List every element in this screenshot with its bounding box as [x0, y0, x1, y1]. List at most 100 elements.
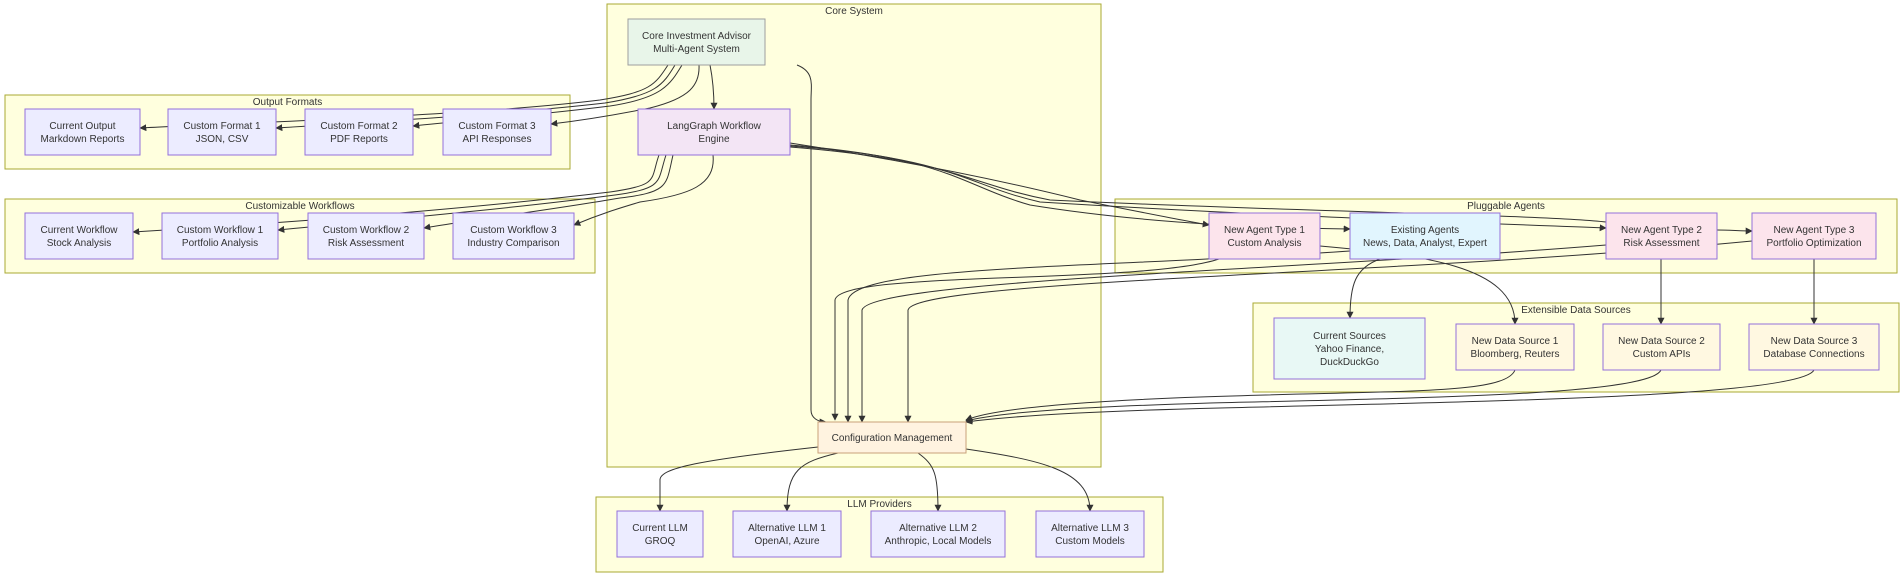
node-wf_current-box — [24, 212, 134, 260]
node-wf_current-label-0: Current Workflow — [40, 225, 118, 236]
node-out_current-label-0: Current Output — [49, 121, 115, 132]
node-core_advisor-box — [627, 18, 766, 66]
node-agent_new3-label-0: New Agent Type 3 — [1774, 225, 1855, 236]
edge-ds_3-to-config — [965, 369, 1815, 425]
node-llm_alt3-label-1: Custom Models — [1055, 536, 1124, 547]
node-core_advisor-label-0: Core Investment Advisor — [642, 31, 752, 42]
cluster-core-title: Core System — [825, 6, 883, 17]
node-out_current-label-1: Markdown Reports — [41, 134, 125, 145]
edge-ds_2-to-config — [965, 369, 1662, 423]
node-agent_new3: New Agent Type 3 Portfolio Optimization — [1751, 212, 1877, 260]
node-wf_3: Custom Workflow 3 Industry Comparison — [452, 212, 575, 260]
node-wf_1-label-1: Portfolio Analysis — [182, 238, 258, 249]
node-wf_3-label-1: Industry Comparison — [467, 238, 559, 249]
node-ds_3-box — [1748, 323, 1880, 371]
node-ds_2-label-0: New Data Source 2 — [1618, 336, 1705, 347]
node-wf_2-box — [307, 212, 425, 260]
node-agent_new2: New Agent Type 2 Risk Assessment — [1605, 212, 1718, 260]
node-llm_alt3-label-0: Alternative LLM 3 — [1051, 523, 1129, 534]
edge-ds_1-to-config — [965, 369, 1516, 421]
node-wf_1-box — [161, 212, 279, 260]
node-out_current-box — [24, 108, 141, 156]
node-agent_new1-label-1: Custom Analysis — [1228, 238, 1302, 249]
node-llm_alt2: Alternative LLM 2 Anthropic, Local Models — [870, 510, 1006, 558]
cluster-output-title: Output Formats — [253, 97, 322, 108]
node-llm_current-label-1: GROQ — [645, 536, 676, 547]
cluster-core: Core System — [606, 3, 1102, 468]
node-ds_current-label-1: Yahoo Finance, — [1315, 344, 1384, 355]
node-ds_1-box — [1455, 323, 1575, 371]
node-ds_current-box — [1273, 317, 1426, 380]
node-wf_1: Custom Workflow 1 Portfolio Analysis — [161, 212, 279, 260]
node-ds_3-label-0: New Data Source 3 — [1771, 336, 1858, 347]
node-agent_new1-label-0: New Agent Type 1 — [1224, 225, 1305, 236]
edge-langgraph-to-agent_new3 — [789, 146, 1752, 231]
node-out_2-label-1: PDF Reports — [330, 134, 388, 145]
edge-core_advisor-to-config — [796, 64, 827, 426]
node-agent_new1-box — [1208, 212, 1321, 260]
node-wf_2: Custom Workflow 2 Risk Assessment — [307, 212, 425, 260]
node-config-label-0: Configuration Management — [832, 433, 953, 444]
edge-config-to-llm_alt2 — [917, 452, 942, 512]
node-ds_3-label-1: Database Connections — [1763, 349, 1864, 360]
cluster-agents-title: Pluggable Agents — [1467, 201, 1545, 212]
edge-config-to-llm_alt1 — [783, 452, 839, 512]
node-out_1: Custom Format 1 JSON, CSV — [167, 108, 277, 156]
edge-agent_new3-to-config — [904, 240, 1753, 423]
node-ds_1-label-0: New Data Source 1 — [1472, 336, 1559, 347]
node-out_1-label-0: Custom Format 1 — [183, 121, 261, 132]
node-agent_new3-label-1: Portfolio Optimization — [1766, 238, 1861, 249]
edge-core_advisor-to-out_3 — [550, 64, 700, 127]
node-agent_existing-label-0: Existing Agents — [1391, 225, 1459, 236]
node-ds_1-label-1: Bloomberg, Reuters — [1471, 349, 1560, 360]
node-llm_alt1-label-1: OpenAI, Azure — [754, 536, 819, 547]
node-wf_3-label-0: Custom Workflow 3 — [470, 225, 557, 236]
node-wf_2-label-0: Custom Workflow 2 — [323, 225, 410, 236]
node-wf_2-label-1: Risk Assessment — [328, 238, 404, 249]
node-wf_current-label-1: Stock Analysis — [47, 238, 111, 249]
node-config: Configuration Management — [817, 421, 967, 454]
node-ds_current-label-2: DuckDuckGo — [1320, 357, 1379, 368]
node-out_3-label-0: Custom Format 3 — [458, 121, 536, 132]
node-wf_1-label-0: Custom Workflow 1 — [177, 225, 264, 236]
node-wf_3-box — [452, 212, 575, 260]
node-llm_alt2-box — [870, 510, 1006, 558]
node-agent_new2-label-0: New Agent Type 2 — [1621, 225, 1702, 236]
node-agent_new2-box — [1605, 212, 1718, 260]
node-ds_3: New Data Source 3 Database Connections — [1748, 323, 1880, 371]
node-agent_existing-box — [1349, 212, 1501, 260]
node-llm_alt2-label-0: Alternative LLM 2 — [899, 523, 977, 534]
cluster-datasources-title: Extensible Data Sources — [1521, 305, 1631, 316]
node-ds_2-box — [1602, 323, 1721, 371]
node-langgraph-label-1: Engine — [698, 134, 730, 145]
node-agent_new1: New Agent Type 1 Custom Analysis — [1208, 212, 1321, 260]
edge-core_advisor-to-langgraph — [709, 64, 718, 110]
node-llm_alt2-label-1: Anthropic, Local Models — [885, 536, 992, 547]
node-langgraph-box — [637, 108, 791, 156]
node-out_3: Custom Format 3 API Responses — [442, 108, 552, 156]
node-out_1-box — [167, 108, 277, 156]
node-ds_2: New Data Source 2 Custom APIs — [1602, 323, 1721, 371]
node-out_3-label-1: API Responses — [463, 134, 532, 145]
node-langgraph-label-0: LangGraph Workflow — [667, 121, 762, 132]
node-ds_2-label-1: Custom APIs — [1633, 349, 1691, 360]
node-agent_new2-label-1: Risk Assessment — [1623, 238, 1699, 249]
cluster-core-box — [606, 3, 1102, 468]
node-out_1-label-1: JSON, CSV — [196, 134, 249, 145]
node-out_3-box — [442, 108, 552, 156]
edge-langgraph-to-wf_3 — [573, 154, 714, 226]
edge-config-to-llm_current — [656, 446, 819, 512]
node-core_advisor-label-1: Multi-Agent System — [653, 44, 740, 55]
edge-config-to-llm_alt3 — [965, 448, 1094, 512]
node-out_2-box — [304, 108, 414, 156]
cluster-llm-title: LLM Providers — [847, 499, 911, 510]
node-llm_current-box — [616, 510, 704, 558]
node-ds_1: New Data Source 1 Bloomberg, Reuters — [1455, 323, 1575, 371]
